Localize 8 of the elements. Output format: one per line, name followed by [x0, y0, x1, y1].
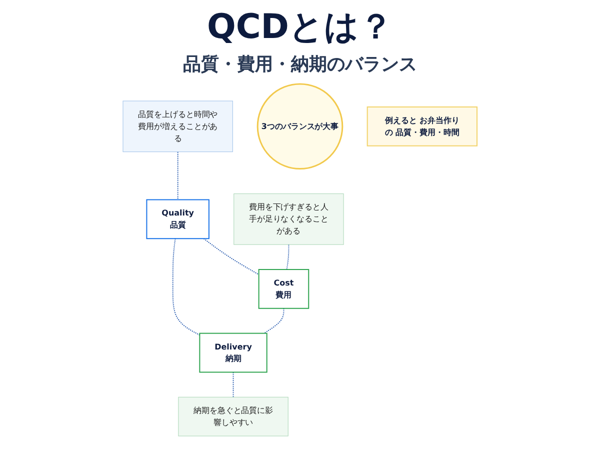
connector — [232, 372, 234, 398]
connector — [264, 308, 284, 334]
connector — [203, 238, 260, 276]
subtitle: 品質・費用・納期のバランス — [183, 54, 417, 75]
connector — [286, 244, 290, 270]
connector — [172, 238, 200, 336]
title: QCDとは？ — [206, 6, 394, 49]
connector — [177, 151, 178, 200]
